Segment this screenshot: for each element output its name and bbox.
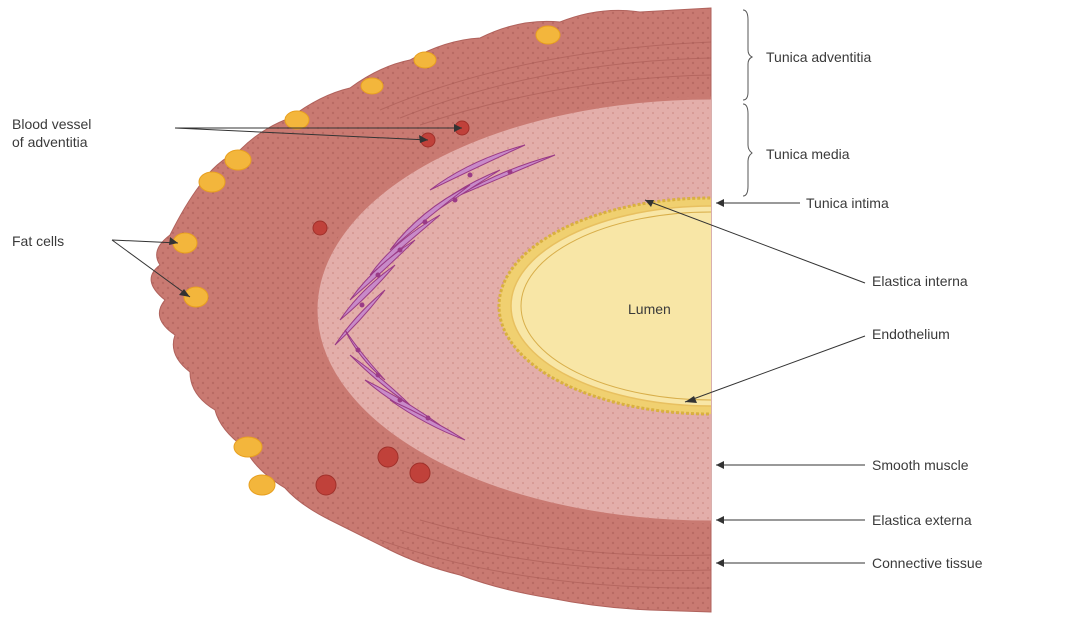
label-fat-cells: Fat cells — [12, 233, 64, 249]
lumen-area — [511, 206, 911, 406]
label-blood-vessel-1: Blood vessel — [12, 116, 91, 132]
label-tunica-intima: Tunica intima — [806, 195, 889, 211]
label-blood-vessel-2: of adventitia — [12, 134, 88, 150]
label-tunica-adventitia: Tunica adventitia — [766, 49, 872, 65]
label-endothelium: Endothelium — [872, 326, 950, 342]
label-tunica-media: Tunica media — [766, 146, 850, 162]
label-lumen: Lumen — [628, 301, 671, 317]
layer-brackets — [743, 10, 752, 196]
label-elastica-interna: Elastica interna — [872, 273, 968, 289]
label-connective-tissue: Connective tissue — [872, 555, 983, 571]
label-smooth-muscle: Smooth muscle — [872, 457, 969, 473]
label-elastica-externa: Elastica externa — [872, 512, 972, 528]
